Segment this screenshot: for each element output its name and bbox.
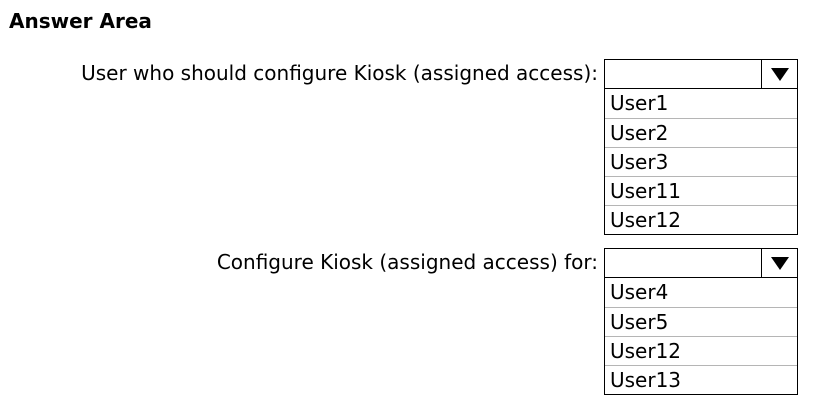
triangle-down-icon <box>770 256 789 270</box>
dropdown-option[interactable]: User4 <box>610 280 669 304</box>
question-2-prompt: Configure Kiosk (assigned access) for: <box>216 250 598 274</box>
dropdown-option[interactable]: User5 <box>605 307 797 336</box>
dropdown-option[interactable]: User12 <box>605 336 797 365</box>
question-2-options-list: User4 User5 User12 User13 <box>604 278 798 395</box>
dropdown-option[interactable]: User13 <box>605 365 797 394</box>
dropdown-option[interactable]: User11 <box>605 176 797 205</box>
dropdown-option[interactable]: User2 <box>605 118 797 147</box>
question-2-dropdown[interactable] <box>604 248 798 278</box>
question-1-dropdown[interactable] <box>604 59 798 89</box>
answer-area-title: Answer Area <box>9 9 152 33</box>
question-1-dropdown-button[interactable] <box>761 60 797 88</box>
dropdown-option[interactable]: User1 <box>610 91 669 115</box>
dropdown-option[interactable]: User12 <box>605 205 797 234</box>
question-2-dropdown-button[interactable] <box>761 249 797 277</box>
dropdown-option[interactable]: User3 <box>605 147 797 176</box>
triangle-down-icon <box>770 67 789 81</box>
question-1-options-list: User1 User2 User3 User11 User12 <box>604 89 798 235</box>
question-1-prompt: User who should configure Kiosk (assigne… <box>81 61 598 85</box>
